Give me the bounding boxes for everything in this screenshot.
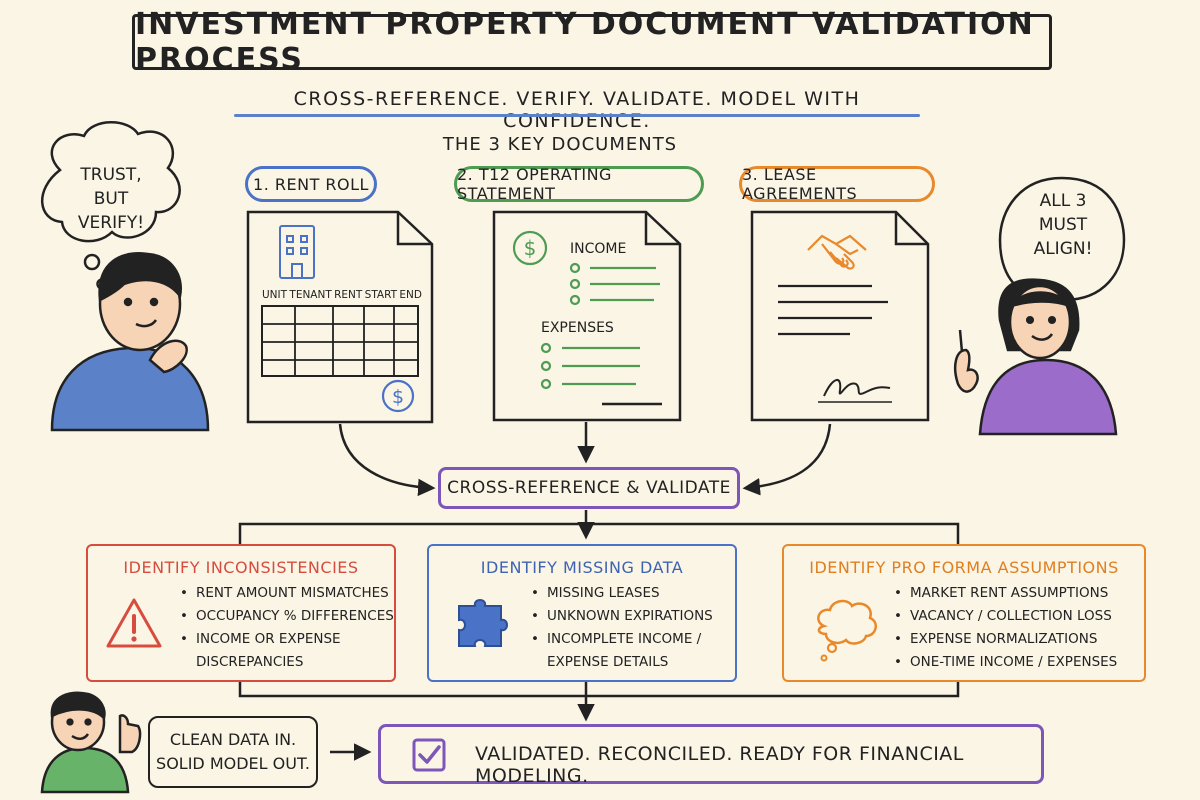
bubble-left-line: BUT (93, 189, 129, 209)
panel-title: IDENTIFY MISSING DATA (480, 558, 684, 577)
list-item: VACANCY / COLLECTION LOSS (894, 605, 1117, 628)
missing-data-panel: IDENTIFY MISSING DATA MISSING LEASES UNK… (427, 544, 737, 682)
inconsistencies-list: RENT AMOUNT MISMATCHES OCCUPANCY % DIFFE… (180, 582, 394, 674)
panel-title: IDENTIFY PRO FORMA ASSUMPTIONS (809, 558, 1119, 577)
page-title: INVESTMENT PROPERTY DOCUMENT VALIDATION … (135, 7, 1035, 77)
panel-title: IDENTIFY INCONSISTENCIES (123, 558, 359, 577)
svg-text:$: $ (524, 236, 537, 260)
list-item: MARKET RENT ASSUMPTIONS (894, 582, 1117, 605)
title-box: INVESTMENT PROPERTY DOCUMENT VALIDATION … (132, 7, 1052, 77)
list-item-continuation: EXPENSE DETAILS (547, 654, 669, 670)
checkbox-checked-icon (412, 738, 446, 772)
column-header: RENT (334, 289, 363, 301)
handshake-icon (807, 234, 867, 270)
t12-label: 2. T12 OPERATING STATEMENT (454, 165, 704, 203)
building-icon (279, 225, 315, 279)
list-item: EXPENSE NORMALIZATIONS (894, 628, 1117, 651)
person-left-thinking (50, 252, 210, 432)
bubble-left-line: VERIFY! (77, 213, 145, 233)
list-item: INCOME OR EXPENSE (180, 628, 394, 651)
rent-roll-columns: UNIT TENANT RENT START END (262, 289, 422, 301)
bubble-right-line: ALL 3 (1039, 191, 1087, 211)
subtitle: CROSS-REFERENCE. VERIFY. VALIDATE. MODEL… (293, 88, 861, 132)
list-item: ONE-TIME INCOME / EXPENSES (894, 651, 1117, 674)
speech-bubble-right-text: ALL 3 MUST ALIGN! (1018, 189, 1108, 261)
bubble-right-line: ALIGN! (1033, 239, 1093, 259)
inconsistencies-panel: IDENTIFY INCONSISTENCIES RENT AMOUNT MIS… (86, 544, 396, 682)
t12-expenses-label: EXPENSES (541, 320, 614, 336)
clean-data-line: CLEAN DATA IN. (169, 730, 297, 749)
result-box: VALIDATED. RECONCILED. READY FOR FINANCI… (378, 724, 1044, 787)
key-documents-heading: THE 3 KEY DOCUMENTS (442, 134, 678, 155)
thought-bubble-left (41, 121, 181, 290)
lease-document (750, 210, 930, 422)
pro-forma-panel: IDENTIFY PRO FORMA ASSUMPTIONS MARKET RE… (782, 544, 1146, 682)
person-right-pointing (954, 278, 1118, 436)
bubble-left-line: TRUST, (80, 165, 142, 185)
warning-icon (106, 598, 162, 648)
result-text: VALIDATED. RECONCILED. READY FOR FINANCI… (475, 743, 964, 787)
pro-forma-list: MARKET RENT ASSUMPTIONS VACANCY / COLLEC… (894, 582, 1117, 674)
rent-roll-document (246, 210, 434, 424)
subtitle-underline (234, 114, 920, 117)
clean-data-box: CLEAN DATA IN. SOLID MODEL OUT. (148, 716, 318, 788)
list-item: INCOMPLETE INCOME / (531, 628, 713, 651)
lease-agreements-label: 3. LEASE AGREEMENTS (739, 165, 935, 203)
thought-bubble-left-text: TRUST, BUT VERIFY! (56, 163, 166, 235)
column-header: UNIT (262, 289, 288, 301)
bubble-right-line: MUST (1038, 215, 1088, 235)
cross-reference-box: CROSS-REFERENCE & VALIDATE (438, 467, 740, 509)
list-item: RENT AMOUNT MISMATCHES (180, 582, 394, 605)
t12-income-label: INCOME (570, 241, 627, 257)
list-item: MISSING LEASES (531, 582, 713, 605)
person-bottom-left-thumbs-up (40, 691, 142, 794)
svg-text:$: $ (392, 386, 404, 408)
puzzle-piece-icon (458, 599, 508, 647)
dollar-icon-rent-roll: $ (381, 379, 415, 413)
rent-roll-label: 1. RENT ROLL (245, 166, 377, 202)
column-header: START (364, 289, 398, 301)
dollar-icon-t12: $ (512, 230, 548, 266)
column-header: END (399, 289, 422, 301)
column-header: TENANT (289, 289, 332, 301)
clean-data-line: SOLID MODEL OUT. (156, 754, 310, 773)
missing-data-list: MISSING LEASES UNKNOWN EXPIRATIONS INCOM… (531, 582, 713, 674)
t12-document (492, 210, 682, 422)
list-item-continuation: DISCREPANCIES (196, 654, 304, 670)
list-item: OCCUPANCY % DIFFERENCES (180, 605, 394, 628)
thought-cloud-icon (817, 599, 878, 662)
list-item: UNKNOWN EXPIRATIONS (531, 605, 713, 628)
